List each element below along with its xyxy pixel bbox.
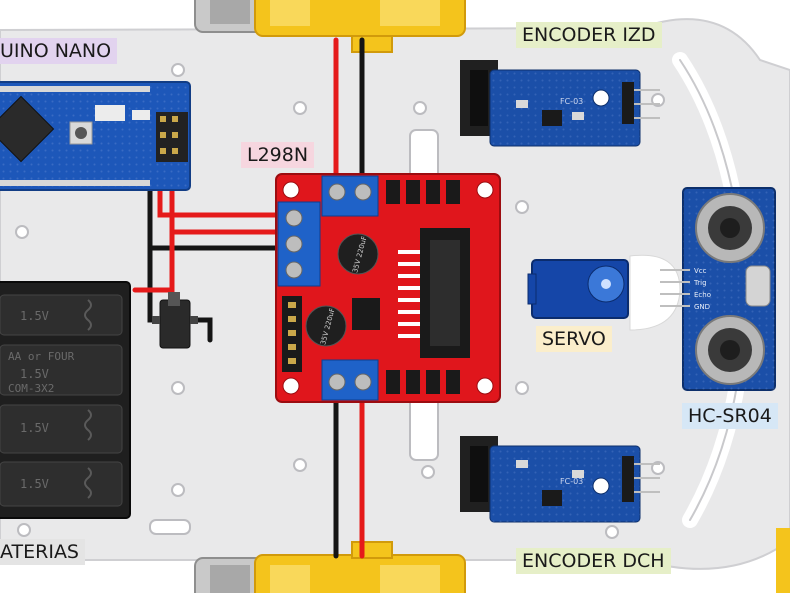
l298n-driver-board: 35V 220uF 35V 220uF: [276, 174, 500, 402]
svg-text:FC-03: FC-03: [560, 477, 583, 486]
hc-pin-gnd: GND: [694, 303, 710, 311]
battery-cell-text-2: 1.5V: [20, 367, 49, 381]
hc-pin-trig: Trig: [693, 279, 707, 287]
hc-pin-vcc: Vcc: [694, 267, 707, 275]
label-hc-sr04: HC-SR04: [682, 403, 778, 429]
driver-terminal-top: [322, 176, 378, 216]
ultrasonic-transducer-bottom: [696, 316, 764, 384]
battery-cell-text-1: 1.5V: [20, 309, 49, 323]
label-encoder-right: ENCODER DCH: [516, 548, 671, 574]
driver-capacitor-bottom: 35V 220uF: [306, 306, 346, 346]
driver-terminal-bottom: [322, 360, 378, 400]
nano-icsp-header: [156, 112, 188, 162]
battery-text: AA or FOUR: [8, 350, 75, 363]
driver-terminal-left: [278, 202, 320, 286]
ultrasonic-transducer-top: [696, 194, 764, 262]
edge-tag: [776, 528, 790, 593]
battery-holder: 1.5V AA or FOUR 1.5V COM-3X2 1.5V 1.5V: [0, 282, 130, 518]
encoder-module-right: FC-03: [460, 436, 660, 522]
label-arduino-nano: UINO NANO: [0, 38, 117, 64]
servo-motor: [528, 255, 680, 330]
hc-pin-echo: Echo: [694, 291, 711, 299]
label-batteries: ATERIAS: [0, 539, 85, 565]
label-l298n: L298N: [241, 142, 314, 168]
arduino-nano-board: [0, 82, 190, 190]
battery-cell-text-4: 1.5V: [20, 477, 49, 491]
battery-model-text: COM-3X2: [8, 382, 54, 395]
driver-regulator: [352, 298, 380, 330]
driver-jumper-header: [282, 296, 302, 372]
label-encoder-left: ENCODER IZD: [516, 22, 662, 48]
battery-cell-text-3: 1.5V: [20, 421, 49, 435]
driver-capacitor-top: 35V 220uF: [338, 234, 378, 274]
encoder-module-left: FC-03: [460, 60, 660, 146]
svg-text:FC-03: FC-03: [560, 97, 583, 106]
label-servo: SERVO: [536, 326, 612, 352]
